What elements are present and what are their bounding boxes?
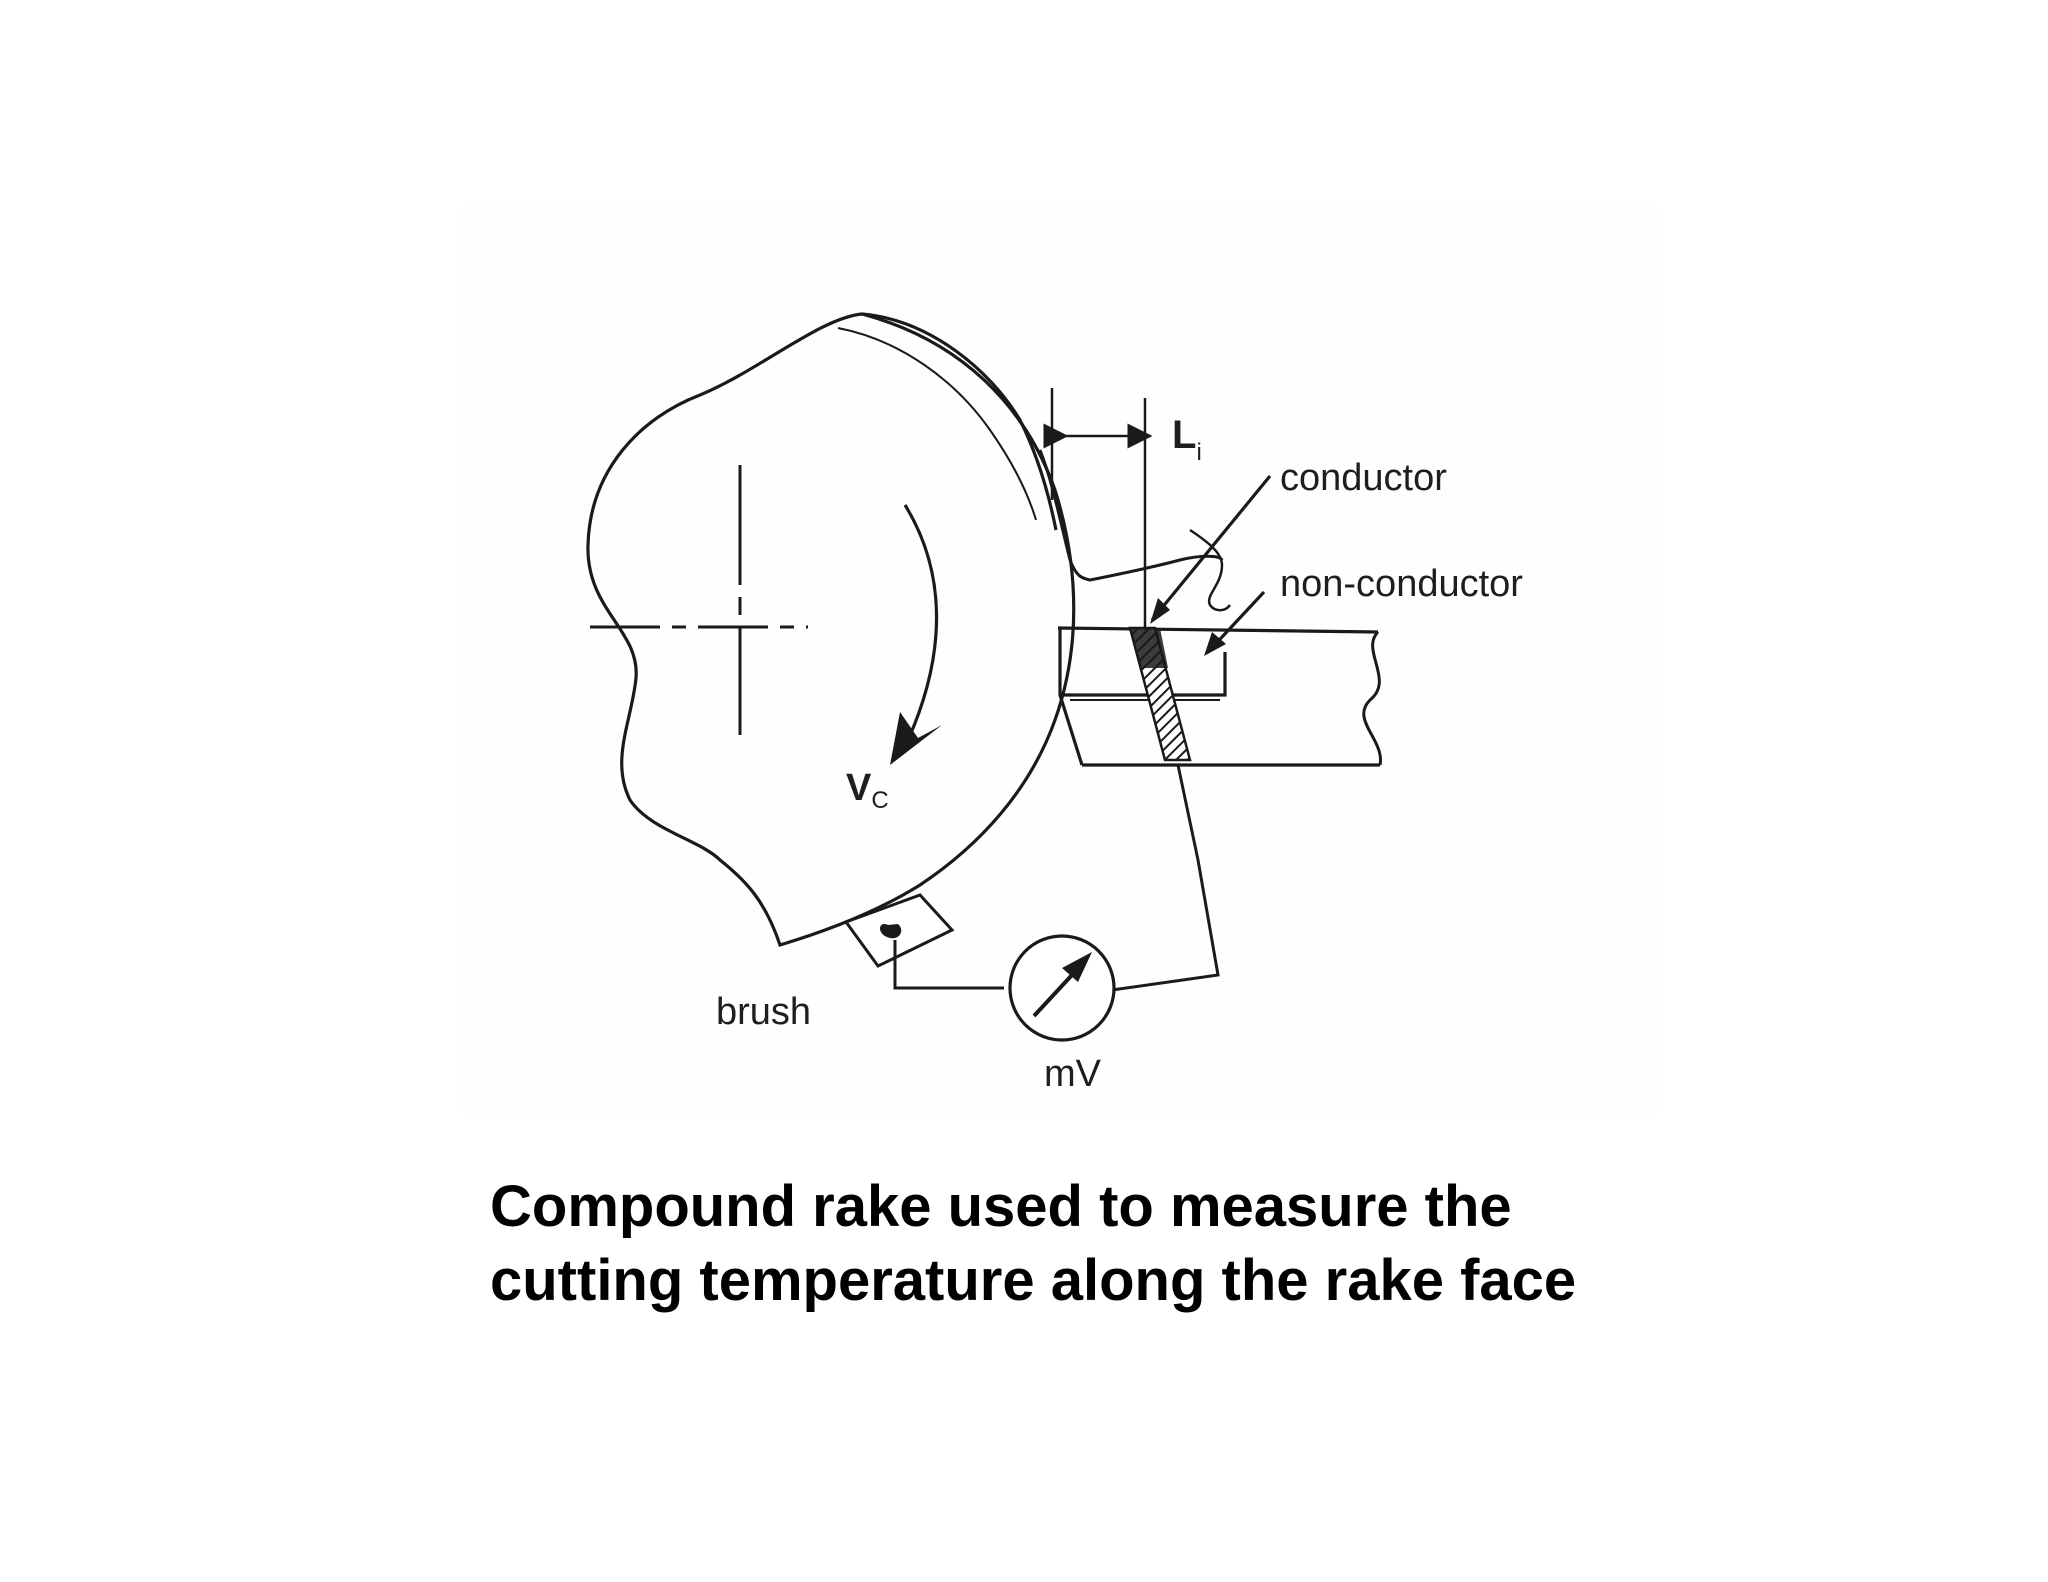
rotation-arrowhead xyxy=(890,712,942,765)
figure-caption: Compound rake used to measure the cuttin… xyxy=(490,1170,1890,1318)
meter-unit-label: mV xyxy=(1044,1053,1102,1095)
brush-wire xyxy=(893,940,1004,990)
conductor-leader-head xyxy=(1150,598,1170,624)
caption-line-1: Compound rake used to measure the xyxy=(490,1174,1512,1239)
workpiece-outline xyxy=(586,312,1076,947)
chip-outer xyxy=(861,312,1058,531)
brush-label: brush xyxy=(716,991,811,1033)
tool-insert-lower xyxy=(1060,652,1227,697)
meter-needle-head xyxy=(1062,952,1092,982)
conductor-tip xyxy=(1130,628,1168,668)
non-conductor-label: non-conductor xyxy=(1280,563,1523,605)
velocity-label: VC xyxy=(846,767,889,814)
chip-tail xyxy=(1189,528,1232,612)
tool-clearance-face xyxy=(1058,628,1084,766)
tool-break-line xyxy=(1362,630,1382,766)
chip-inner xyxy=(837,327,1037,521)
rotation-arrow xyxy=(903,504,939,741)
chip-lower xyxy=(1038,449,1224,582)
conductor-label: conductor xyxy=(1280,457,1447,499)
length-label: Li xyxy=(1172,413,1202,466)
non-conductor-leader-head xyxy=(1204,632,1226,656)
conductor-wire xyxy=(1111,764,1220,992)
conductor-leader xyxy=(1150,474,1272,622)
brush-contact xyxy=(880,923,902,939)
tool-body xyxy=(1057,626,1379,634)
caption-line-2: cutting temperature along the rake face xyxy=(490,1248,1577,1313)
